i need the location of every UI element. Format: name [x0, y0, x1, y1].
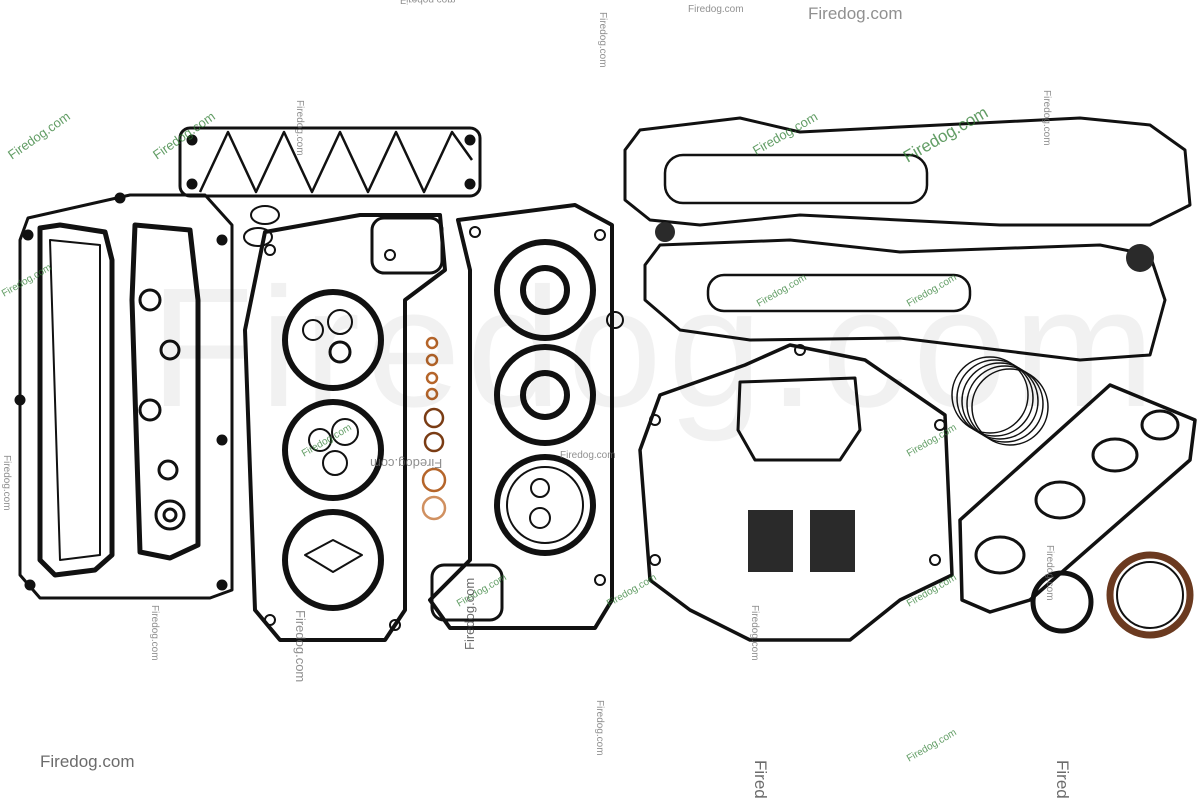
powerhead-base-gasket — [638, 343, 954, 642]
watermark: Firedog.com — [597, 12, 608, 68]
cam-cover-gasket-upper — [623, 116, 1192, 242]
oil-seal-small — [1030, 570, 1094, 634]
watermark: Firedog.com — [294, 100, 305, 156]
watermark: Firedog.com — [594, 700, 605, 756]
oil-seal-large — [1106, 551, 1194, 639]
exhaust-manifold-gasket — [958, 383, 1197, 614]
intake-grid-gasket — [178, 126, 482, 198]
watermark: Firedog.com — [370, 456, 443, 471]
watermark: Firedog.com — [560, 450, 616, 461]
spring-clip — [951, 356, 1049, 446]
watermark: Firedog.com — [462, 577, 477, 650]
small-o-rings — [243, 205, 280, 247]
watermark: Firedog.com — [688, 4, 744, 15]
watermark: Firedog.com — [400, 0, 456, 5]
watermark: Firedog.com — [749, 605, 760, 661]
watermark: Firedog.com — [1044, 545, 1055, 601]
watermark: Firedog.com — [808, 4, 903, 23]
cylinder-head-gasket-right — [428, 203, 624, 630]
watermark: Firedog.com — [1, 455, 12, 511]
watermark: Firedog.com — [1041, 90, 1052, 146]
washer-set — [421, 336, 447, 521]
cylinder-head-gasket-left — [243, 213, 447, 642]
exhaust-cover-gasket — [14, 192, 234, 600]
watermark: Firedog.com — [293, 610, 308, 683]
watermark: Firedog.com — [40, 752, 135, 771]
watermark-partial: Fired — [751, 760, 770, 799]
watermark: Firedog.com — [149, 605, 160, 661]
watermark-partial: Fired — [1053, 760, 1072, 799]
cam-cover-gasket-lower — [643, 238, 1167, 362]
